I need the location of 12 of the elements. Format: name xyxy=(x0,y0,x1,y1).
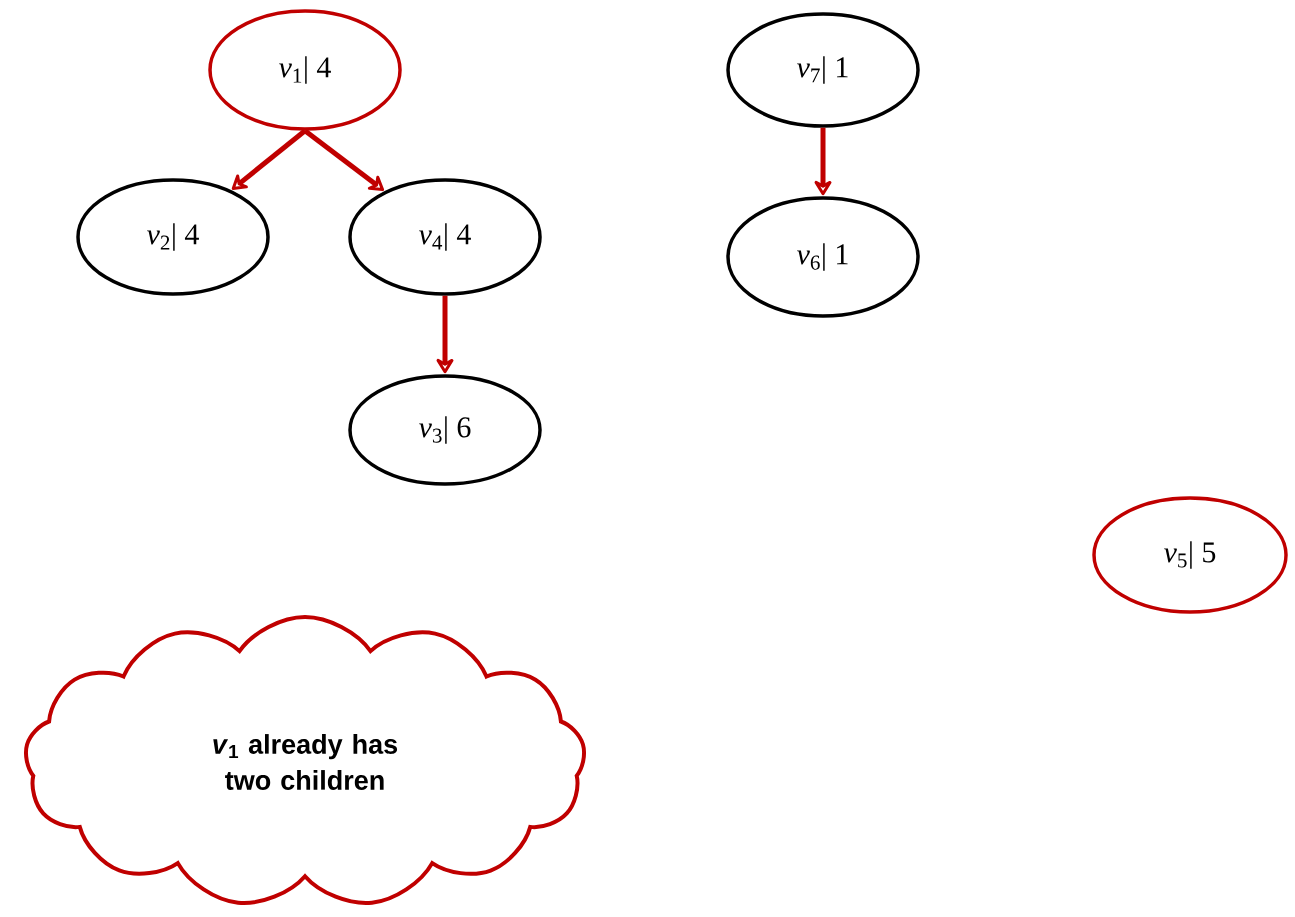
thought-cloud: v$_{1}$ already has two children xyxy=(24,615,586,906)
graph-node: v$_{4}$| 4 xyxy=(348,178,542,296)
graph-node: v$_{1}$| 4 xyxy=(208,9,402,131)
graph-node: v$_{6}$| 1 xyxy=(726,196,920,318)
graph-node: v$_{5}$| 5 xyxy=(1092,496,1288,614)
arrow xyxy=(436,295,454,374)
graph-node: v$_{2}$| 4 xyxy=(76,178,270,296)
arrow xyxy=(303,128,385,192)
arrow xyxy=(814,127,832,196)
arrow xyxy=(231,128,307,191)
graph-node: v$_{3}$| 6 xyxy=(348,374,542,486)
graph-node: v$_{7}$| 1 xyxy=(726,12,920,128)
